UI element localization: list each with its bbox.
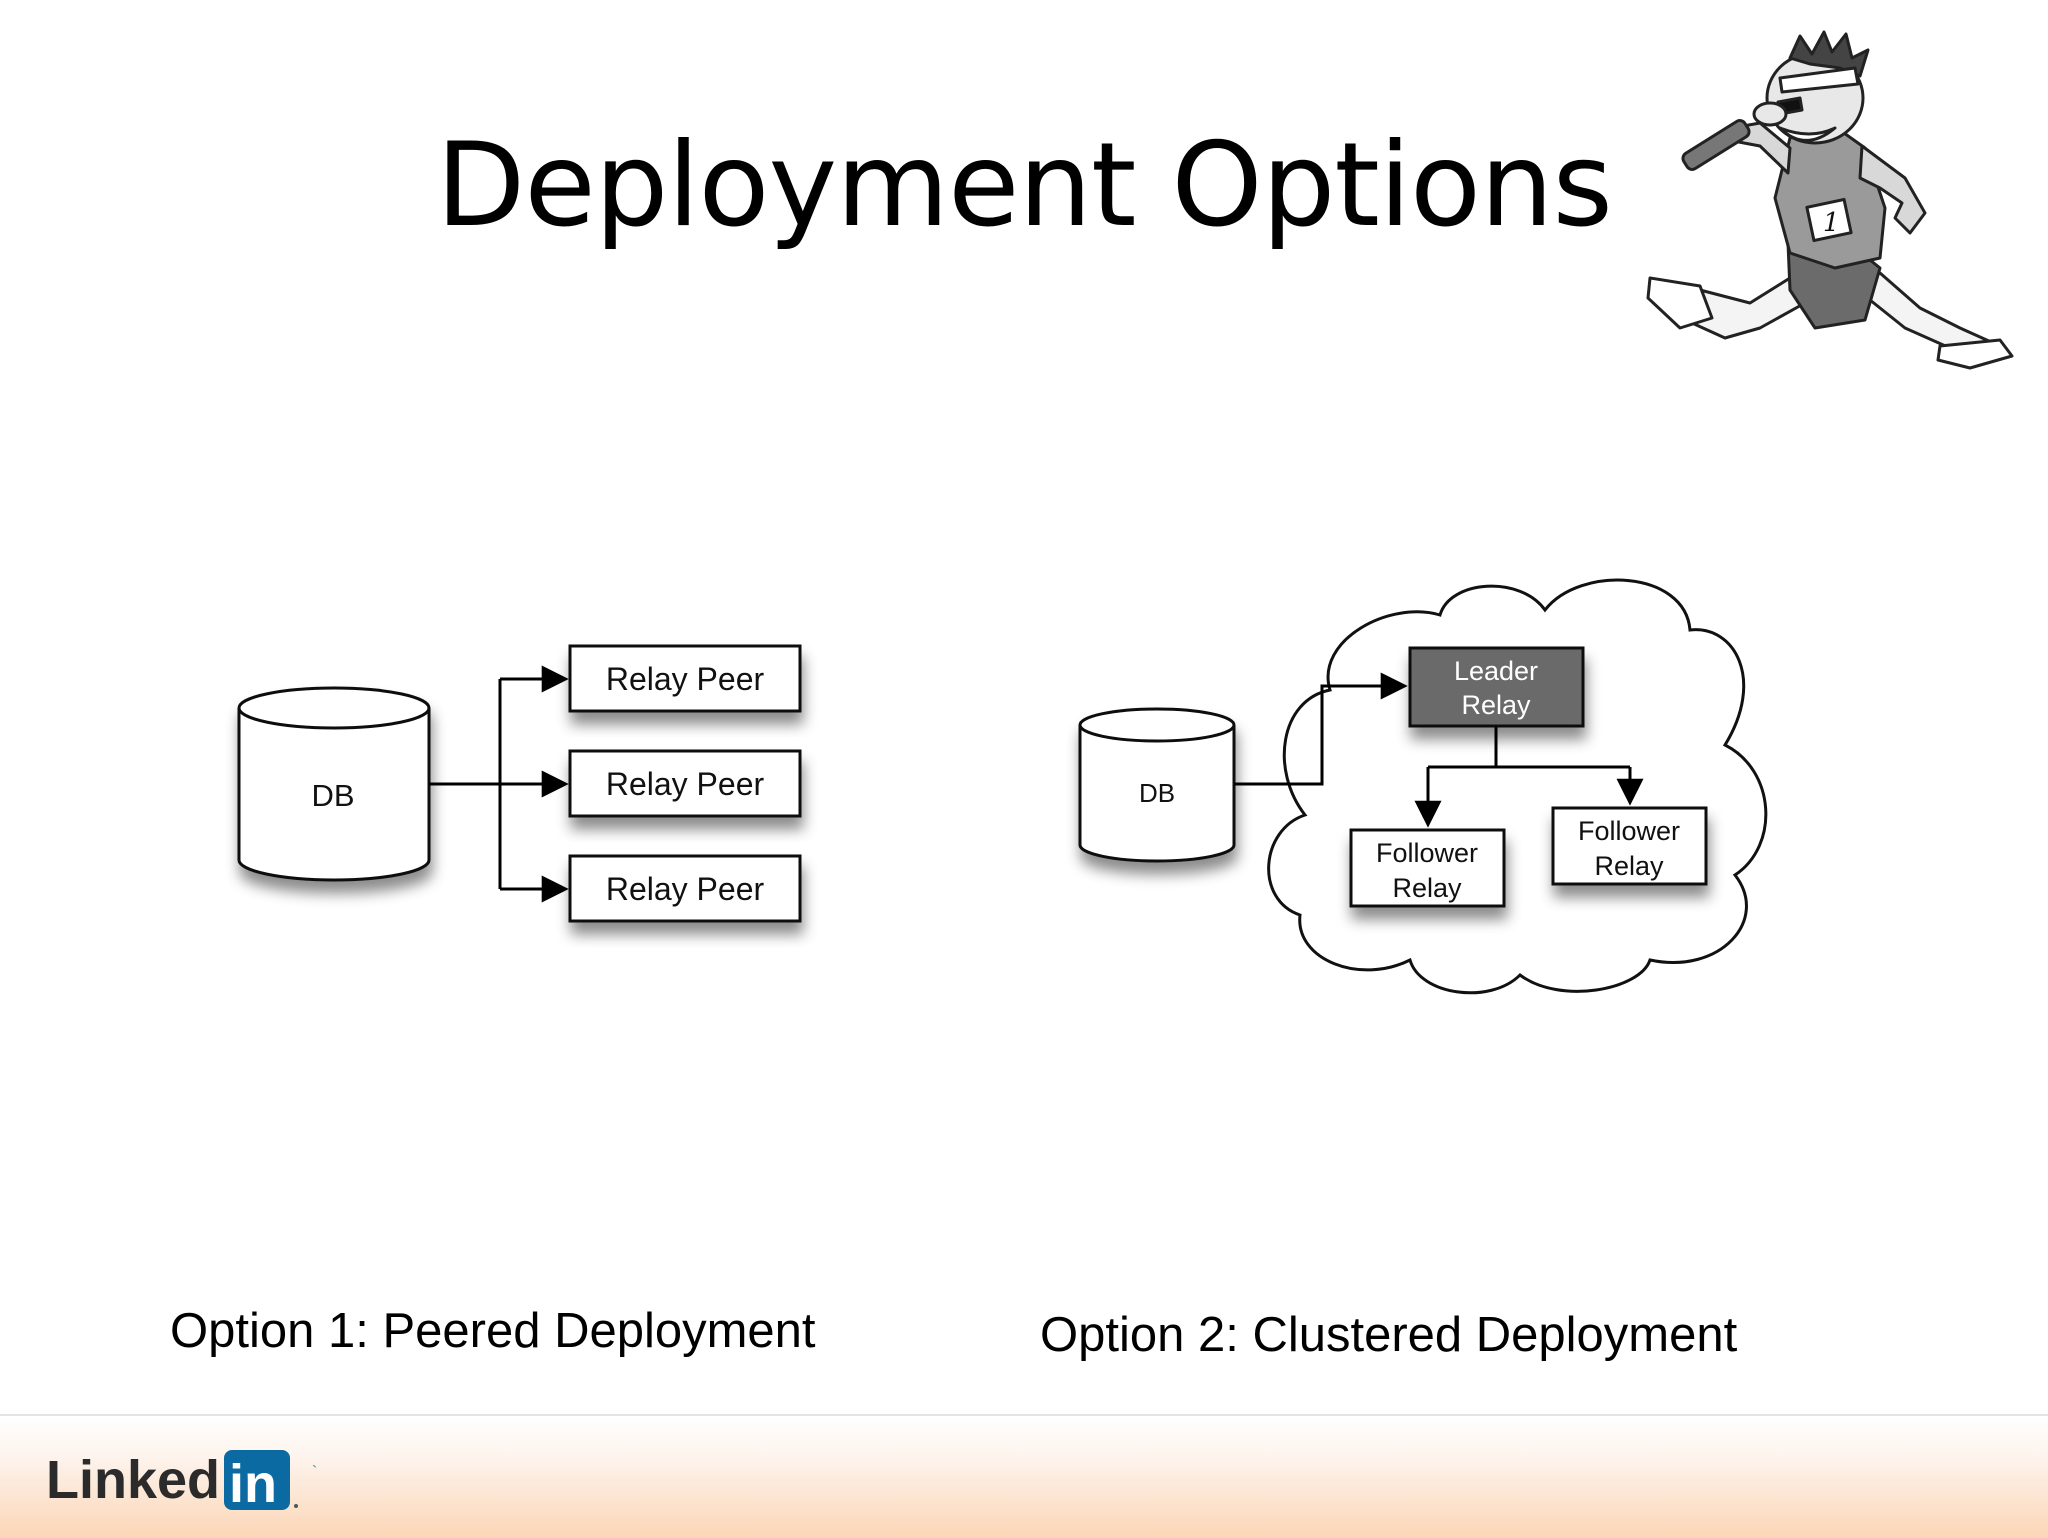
follower-relay-label-1: Follower (1578, 816, 1680, 846)
follower-relay-label-1: Follower (1376, 838, 1478, 868)
bib-number: 1 (1823, 208, 1840, 238)
deployment-diagrams: DB Relay Peer Relay Peer Relay Peer DB (237, 578, 1768, 995)
cluster-cloud (1267, 578, 1768, 995)
leader-relay-node: Leader Relay (1408, 646, 1585, 728)
footer-mark: ` (312, 1464, 318, 1481)
linkedin-logo-text: Linked (46, 1450, 220, 1510)
follower-relay-label-2: Relay (1392, 873, 1462, 903)
relay-peer-node: Relay Peer (568, 644, 802, 713)
option-2-caption: Option 2: Clustered Deployment (1040, 1308, 1738, 1362)
relay-peer-label: Relay Peer (606, 766, 765, 802)
db-label-1: DB (311, 778, 354, 813)
relay-runner-mascot: 1 (1646, 30, 2014, 370)
option-1-caption: Option 1: Peered Deployment (170, 1304, 816, 1358)
db-cylinder-2 (1078, 707, 1236, 863)
follower-relay-node: Follower Relay (1551, 806, 1708, 886)
relay-peer-label: Relay Peer (606, 661, 765, 697)
relay-peer-label: Relay Peer (606, 871, 765, 907)
db-cylinder-1 (237, 686, 431, 882)
cluster-connectors (1234, 672, 1644, 828)
linkedin-logo-badge (224, 1450, 290, 1510)
leader-relay-label-2: Relay (1461, 690, 1531, 720)
linkedin-logo: Linked in (46, 1450, 298, 1514)
logo-registered-dot (294, 1504, 298, 1508)
relay-peer-node: Relay Peer (568, 854, 802, 923)
leader-relay-label-1: Leader (1454, 656, 1538, 686)
relay-peer-node: Relay Peer (568, 749, 802, 818)
db-label-2: DB (1139, 778, 1175, 808)
linkedin-logo-in: in (229, 1454, 277, 1514)
peered-deployment-diagram: DB Relay Peer Relay Peer Relay Peer (237, 644, 802, 923)
peer-connectors (429, 665, 569, 903)
clustered-deployment-diagram: DB Leader Relay Follower Relay Follower … (1078, 578, 1768, 995)
follower-relay-node: Follower Relay (1349, 828, 1506, 908)
footer-bar: Linked in ` (0, 1414, 2048, 1538)
follower-relay-label-2: Relay (1594, 851, 1664, 881)
slide-title: Deployment Options (436, 118, 1613, 253)
